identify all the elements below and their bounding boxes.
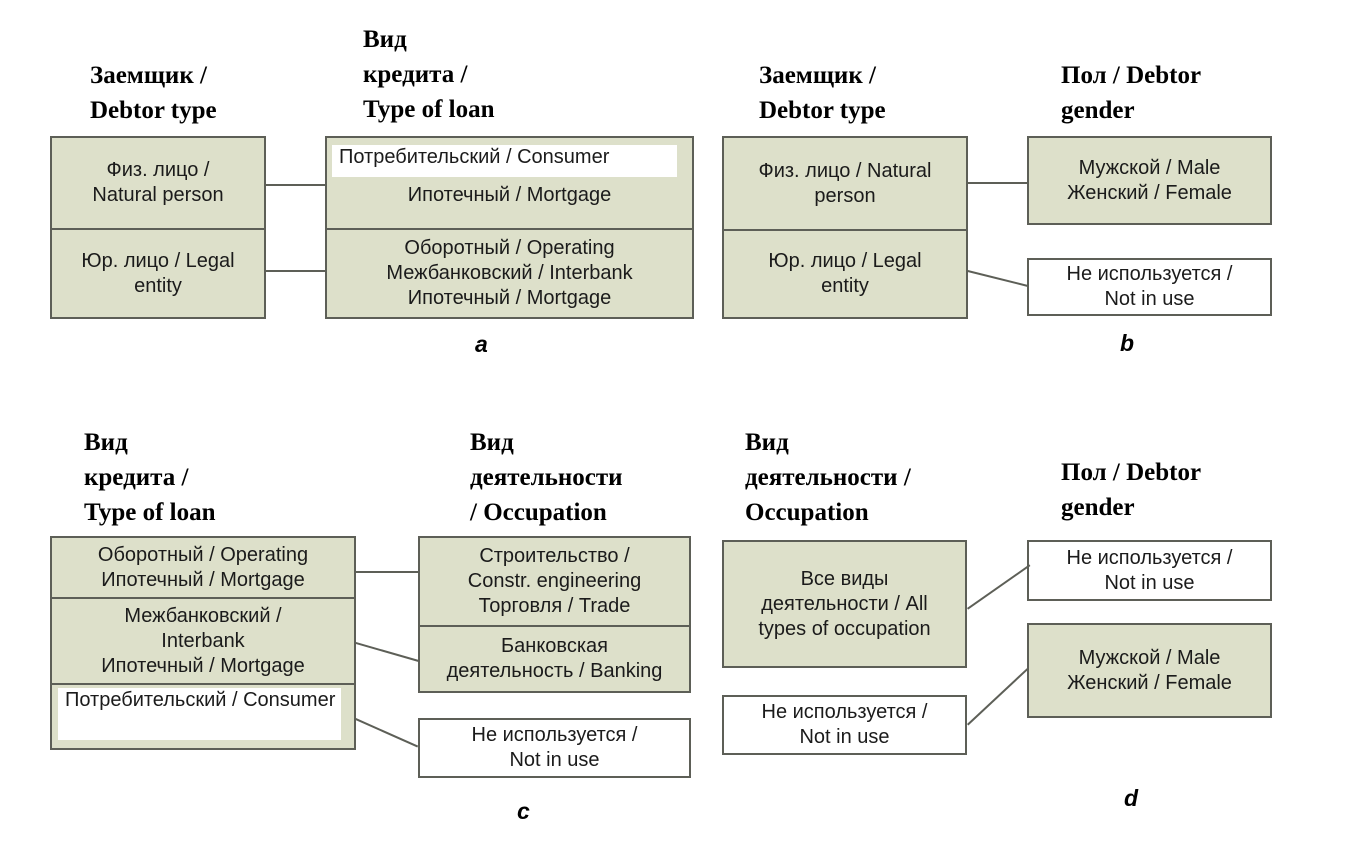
panel-b-connector-2 — [967, 270, 1029, 287]
panel-d-heading-occupation: Вид деятельности / Occupation — [745, 429, 911, 526]
panel-c-heading-occupation: Вид деятельности / Occupation — [470, 429, 623, 526]
panel-d-all-occupations-box[interactable]: Все виды деятельности / All types of occ… — [722, 540, 967, 668]
panel-d-connector-2 — [967, 668, 1029, 726]
panel-a-type-of-loan-box[interactable]: Потребительский / Consumer Ипотечный / M… — [325, 136, 694, 319]
panel-c-not-in-use-box[interactable]: Не используется / Not in use — [418, 718, 691, 778]
panel-b-debtor-type-box[interactable]: Физ. лицо / Natural person Юр. лицо / Le… — [722, 136, 968, 319]
panel-c-occupation-box[interactable]: Строительство / Constr. engineering Торг… — [418, 536, 691, 693]
panel-a-consumer-overlay[interactable]: Потребительский / Consumer — [332, 145, 677, 177]
panel-a-loan-mortgage-label: Ипотечный / Mortgage — [407, 184, 612, 206]
panel-a-heading-type-of-loan: Вид кредита / Type of loan — [363, 26, 495, 123]
panel-b-debtor-cell-legal[interactable]: Юр. лицо / Legal entity — [724, 229, 966, 317]
panel-b-debtor-cell-natural[interactable]: Физ. лицо / Natural person — [758, 159, 932, 207]
panel-d-all-occupations-cell[interactable]: Все виды деятельности / All types of occ… — [758, 567, 931, 640]
panel-a-debtor-cell-natural[interactable]: Физ. лицо / Natural person — [92, 159, 224, 206]
panel-c-consumer-overlay[interactable]: Потребительский / Consumer — [58, 688, 341, 740]
panel-c-label: c — [517, 798, 530, 824]
panel-c-loan-cell-operating[interactable]: Оборотный / Operating Ипотечный / Mortga… — [97, 543, 309, 591]
panel-d-gender-cell[interactable]: Мужской / Male Женский / Female — [1067, 646, 1232, 694]
panel-a-connector-2 — [266, 270, 326, 272]
panel-a-loan-cell-operating[interactable]: Оборотный / Operating Межбанковский / In… — [327, 228, 692, 317]
panel-c-connector-3 — [355, 718, 419, 748]
panel-d-right-not-in-use-cell[interactable]: Не используется / Not in use — [1066, 546, 1233, 594]
panel-a-heading-debtor-type: Заемщик / Debtor type — [90, 62, 217, 124]
panel-d-heading-debtor-gender: Пол / Debtor gender — [1061, 459, 1202, 521]
panel-b-label: b — [1120, 330, 1135, 356]
panel-d-label: d — [1124, 785, 1139, 811]
panel-c-loan-cell-interbank[interactable]: Межбанковский / Interbank Ипотечный / Mo… — [52, 597, 354, 683]
panel-d-right-not-in-use-box[interactable]: Не используется / Not in use — [1027, 540, 1272, 601]
panel-d-left-not-in-use-cell[interactable]: Не используется / Not in use — [761, 701, 928, 748]
panel-d-left-not-in-use-box[interactable]: Не используется / Not in use — [722, 695, 967, 755]
panel-c-occupation-cell-banking[interactable]: Банковская деятельность / Banking — [420, 625, 689, 691]
panel-c-not-in-use-cell[interactable]: Не используется / Not in use — [471, 724, 638, 771]
panel-c-type-of-loan-box[interactable]: Оборотный / Operating Ипотечный / Mortga… — [50, 536, 356, 750]
panel-c-occupation-cell-construction[interactable]: Строительство / Constr. engineering Торг… — [467, 545, 642, 617]
panel-a-connector-1 — [266, 184, 326, 186]
panel-c-connector-2 — [355, 642, 419, 662]
panel-b-debtor-gender-box[interactable]: Мужской / Male Женский / Female — [1027, 136, 1272, 225]
panel-a-loan-cell-consumer-mortgage[interactable]: Потребительский / Consumer Ипотечный / M… — [327, 138, 692, 228]
panel-a-debtor-type-box[interactable]: Физ. лицо / Natural person Юр. лицо / Le… — [50, 136, 266, 319]
panel-c-loan-cell-consumer[interactable]: Потребительский / Consumer — [52, 683, 354, 748]
panel-c-connector-1 — [356, 571, 419, 573]
panel-a-debtor-cell-legal[interactable]: Юр. лицо / Legal entity — [52, 228, 264, 317]
panel-b-not-in-use-cell[interactable]: Не используется / Not in use — [1066, 263, 1233, 310]
panel-b-gender-cell[interactable]: Мужской / Male Женский / Female — [1067, 156, 1232, 204]
panel-b-heading-debtor-type: Заемщик / Debtor type — [759, 62, 886, 124]
panel-c-heading-type-of-loan: Вид кредита / Type of loan — [84, 429, 216, 526]
panel-b-not-in-use-box[interactable]: Не используется / Not in use — [1027, 258, 1272, 316]
panel-d-debtor-gender-box[interactable]: Мужской / Male Женский / Female — [1027, 623, 1272, 718]
panel-b-connector-1 — [968, 182, 1028, 184]
panel-d-connector-1 — [967, 564, 1031, 610]
panel-a-label: a — [475, 331, 488, 357]
panel-b-heading-debtor-gender: Пол / Debtor gender — [1061, 62, 1202, 124]
